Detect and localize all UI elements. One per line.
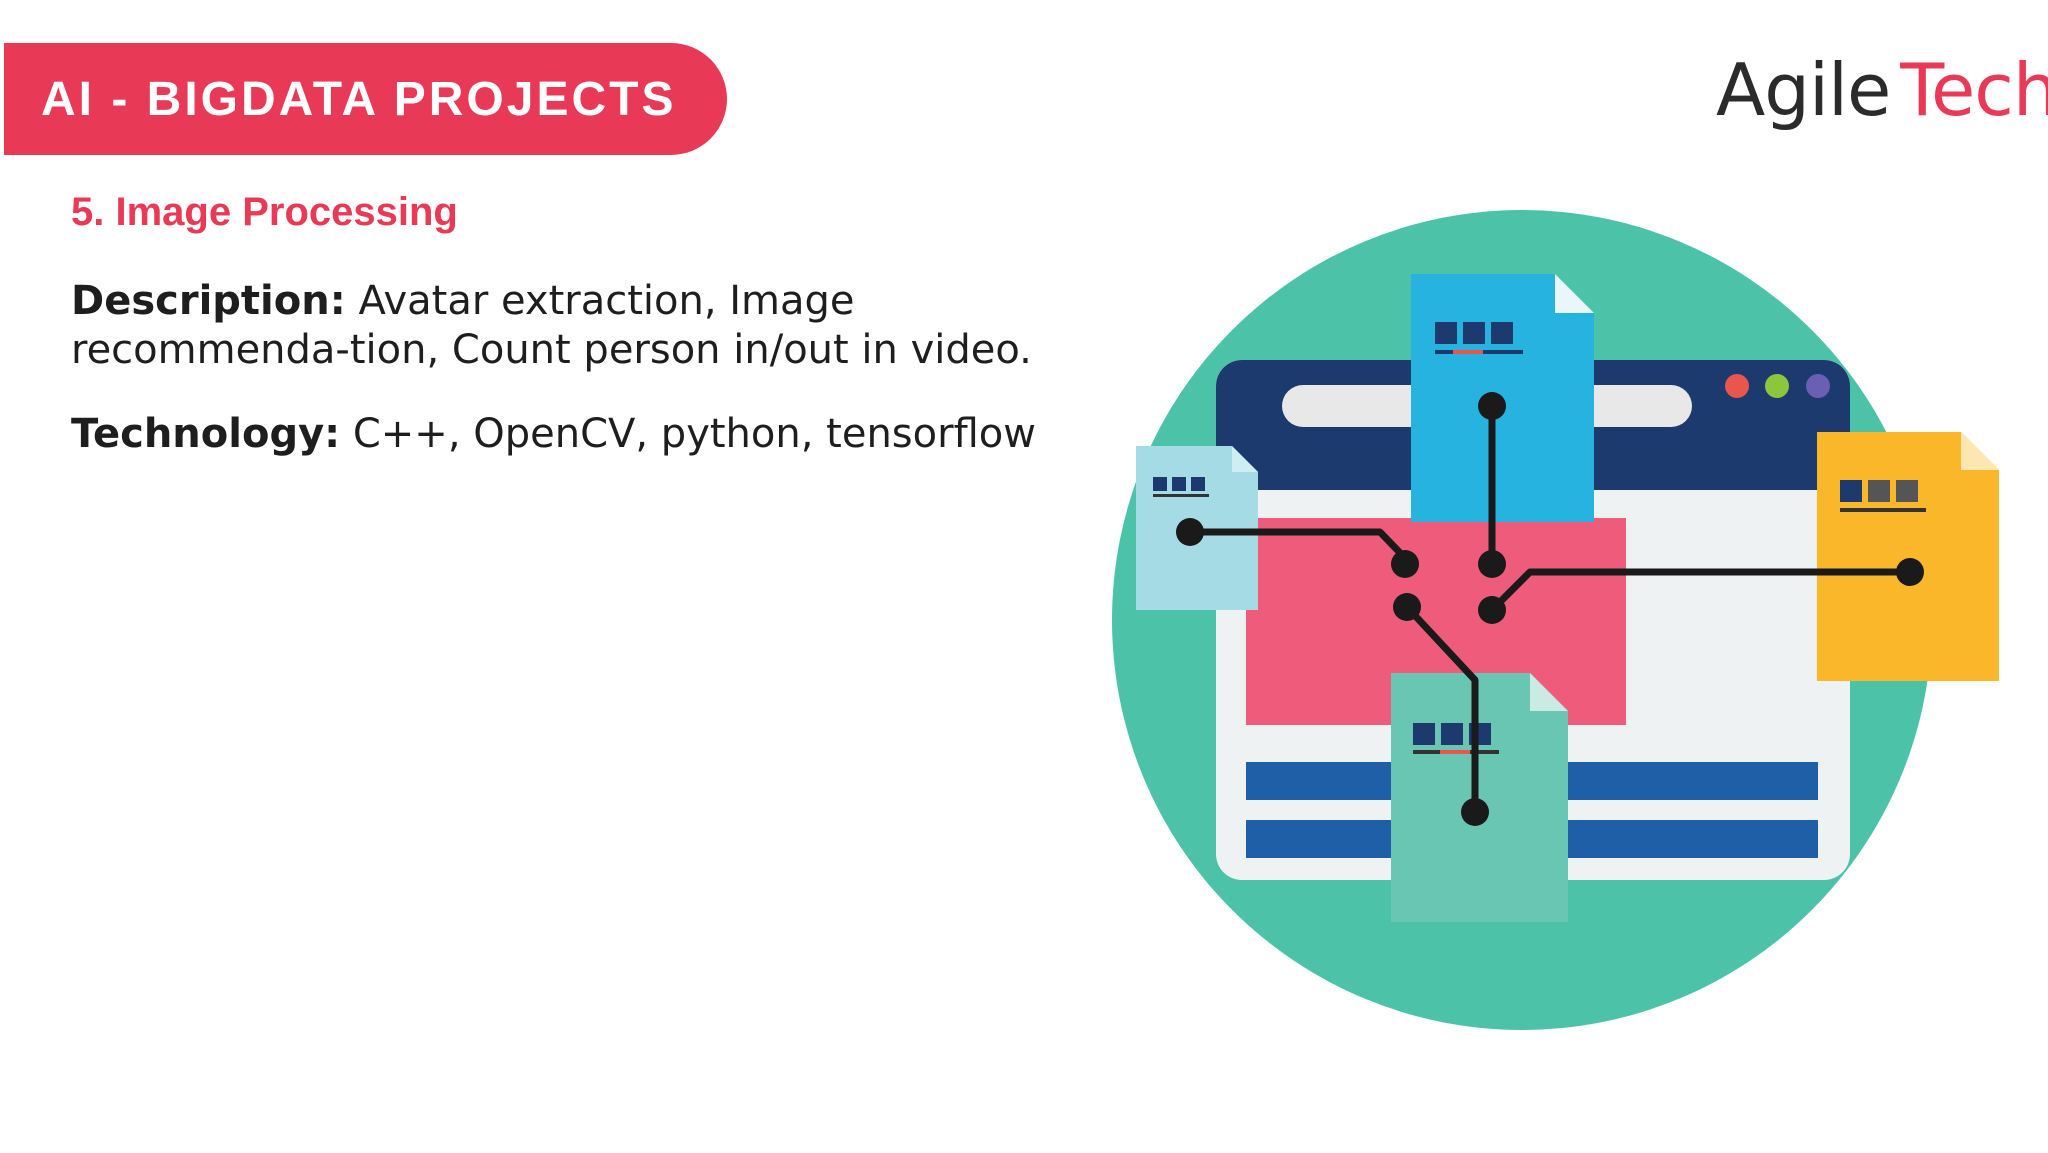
network-connectors (1186, 402, 1914, 816)
project-title: 5. Image Processing (71, 190, 458, 234)
technology-paragraph: Technology: C++, OpenCV, python, tensorf… (71, 410, 1121, 459)
description-label: Description: (71, 278, 346, 324)
document-green-icon (1391, 673, 1568, 922)
description-paragraph: Description: Avatar extraction, Image re… (71, 277, 1121, 375)
description-text: Avatar extraction, Image recommenda-tion… (71, 278, 1032, 373)
technology-label: Technology: (71, 411, 341, 457)
image-processing-network-icon (1112, 210, 1999, 1030)
banner-title: AI - BIGDATA PROJECTS (41, 72, 677, 126)
network-nodes (1176, 392, 1924, 826)
logo-text-agile: Agile (1716, 48, 1891, 132)
document-yellow-icon (1817, 432, 1999, 681)
technology-text: C++, OpenCV, python, tensorflow (352, 411, 1036, 457)
logo-text-tech: Tech (1900, 48, 2048, 132)
header-banner: AI - BIGDATA PROJECTS (4, 43, 727, 155)
